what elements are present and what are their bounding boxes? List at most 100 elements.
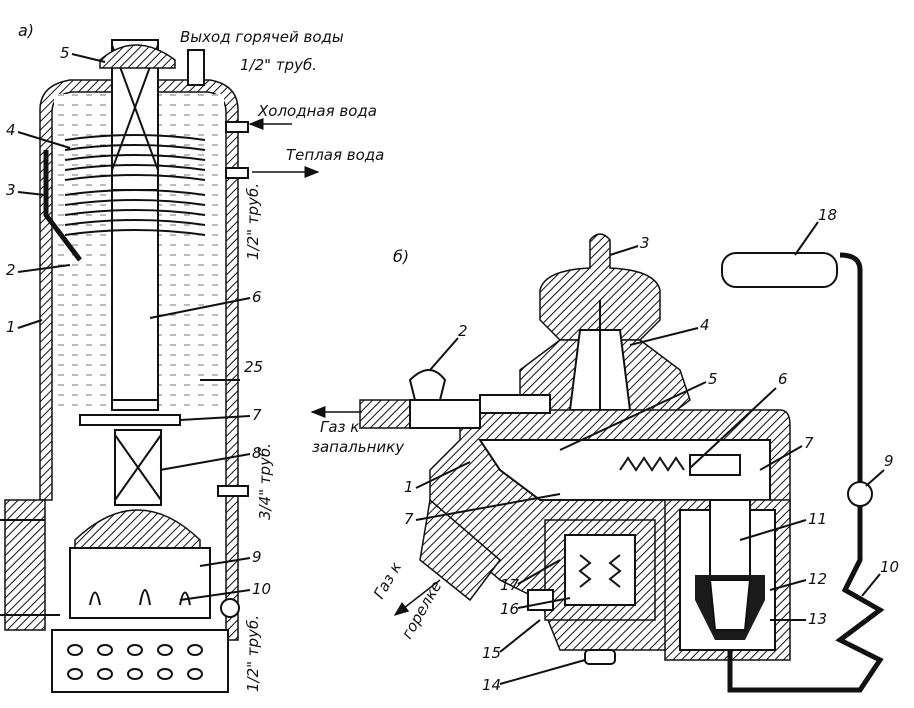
leader-a-10 <box>179 589 251 601</box>
leader-a-8 <box>159 453 251 471</box>
leader-b-7-left <box>415 493 561 521</box>
spring-seat <box>689 454 741 476</box>
leader-b-9 <box>865 469 885 487</box>
burner-outlet-nozzle <box>419 498 502 602</box>
side-control-leaders <box>0 519 60 616</box>
bottom-pipe-size-label: 1/2" труб. <box>244 615 262 692</box>
capillary-tube <box>727 252 885 693</box>
cold-inlet-fitting <box>225 121 249 133</box>
callout-a-9: 9 <box>252 548 262 566</box>
leader-a-9 <box>199 557 251 567</box>
callout-a-4: 4 <box>6 121 16 139</box>
panel-label-b: б) <box>393 247 409 266</box>
panel-label-a: а) <box>18 21 34 40</box>
lower-piston <box>564 534 636 606</box>
lower-springs <box>578 554 622 588</box>
leader-b-2 <box>429 337 459 371</box>
leader-a-1 <box>17 319 43 329</box>
callout-a-3: 3 <box>6 181 16 199</box>
callout-a-2: 2 <box>6 261 16 279</box>
warm-pipe-size-label: 1/2" труб. <box>244 183 262 260</box>
leader-a-5 <box>71 53 106 63</box>
hot-outlet-pipe <box>187 49 205 86</box>
callout-a-1: 1 <box>6 318 16 336</box>
callout-b-11: 11 <box>808 510 827 528</box>
top-cap <box>99 44 176 69</box>
flue-tube-center <box>111 189 159 411</box>
callout-a-7: 7 <box>252 406 262 424</box>
pilot-adjust-knob <box>408 369 447 401</box>
drain-fitting <box>220 598 240 618</box>
gas-pipe-size-label: 3/4" труб. <box>256 443 274 520</box>
pilot-fitting <box>359 399 411 429</box>
callout-b-1: 1 <box>404 478 414 496</box>
pilot-connector <box>409 399 481 429</box>
burner-flames <box>89 589 191 606</box>
leader-b-16 <box>517 597 571 609</box>
callout-b-14: 14 <box>482 676 501 694</box>
leader-a-7 <box>179 415 251 421</box>
thermostat-core <box>708 579 752 631</box>
leader-b-15 <box>499 619 541 653</box>
leader-b-12 <box>769 579 807 591</box>
gas-to-burner-label-line1: Газ к <box>370 559 405 602</box>
leader-b-17 <box>517 559 561 585</box>
capillary-clip <box>847 481 873 507</box>
callout-a-10: 10 <box>252 580 271 598</box>
callout-a-6: 6 <box>252 288 262 306</box>
side-control-block <box>4 499 46 631</box>
callout-b-10: 10 <box>880 558 899 576</box>
leader-b-3 <box>609 245 639 256</box>
leader-b-14 <box>499 659 586 685</box>
leader-a-2 <box>17 264 71 273</box>
callout-b-4: 4 <box>700 316 710 334</box>
leader-b-7-right <box>759 445 803 471</box>
leader-a-3 <box>17 191 46 196</box>
side-plug <box>527 589 554 611</box>
callout-a-5: 5 <box>60 44 70 62</box>
leader-a-6 <box>149 297 251 319</box>
callout-b-5: 5 <box>708 370 718 388</box>
gas-to-burner-label-line2: горелке <box>398 578 445 642</box>
gas-to-burner-arrow <box>393 579 441 616</box>
callout-a-25: 25 <box>244 358 263 376</box>
overflow-pipe <box>43 150 82 262</box>
gas-inlet-pipe <box>217 485 249 497</box>
callout-b-6: 6 <box>778 370 788 388</box>
leader-b-10 <box>861 573 881 597</box>
valve-spring <box>619 456 685 472</box>
valve-top-cap <box>539 233 661 341</box>
leader-b-18 <box>794 221 819 256</box>
gas-to-pilot-label-line1: Газ к <box>320 418 359 436</box>
sensor-bulb <box>721 252 838 288</box>
callout-b-13: 13 <box>808 610 827 628</box>
callout-b-7-left: 7 <box>404 510 414 528</box>
leader-a-4 <box>17 131 71 149</box>
warm-water-label: Теплая вода <box>286 146 384 164</box>
figure-b-gas-valve: б) Газ к з <box>310 206 899 694</box>
combustion-dome <box>74 509 201 549</box>
callout-b-3: 3 <box>640 234 650 252</box>
valve-button <box>584 649 616 665</box>
leader-b-6 <box>689 387 777 469</box>
callout-b-2: 2 <box>458 322 468 340</box>
flue-lower-cross <box>114 434 162 501</box>
base-vent-holes <box>67 644 203 680</box>
callout-b-17: 17 <box>500 576 520 594</box>
gas-to-pilot-label-line2: запальнику <box>312 438 405 456</box>
pilot-tube <box>479 394 551 414</box>
thermostat-magnet <box>709 499 751 581</box>
baffle-plate <box>79 414 181 426</box>
callout-b-12: 12 <box>808 570 827 588</box>
callout-b-18: 18 <box>818 206 837 224</box>
leader-b-4 <box>629 327 699 346</box>
hot-pipe-size-label: 1/2" труб. <box>240 56 317 74</box>
figure-a-water-heater: а) <box>0 21 384 693</box>
leader-b-11 <box>739 519 807 541</box>
callout-b-9: 9 <box>884 452 894 470</box>
combustion-chamber <box>69 547 211 619</box>
leader-b-5 <box>559 381 707 451</box>
heating-coil <box>64 134 206 236</box>
callout-b-15: 15 <box>482 644 501 662</box>
